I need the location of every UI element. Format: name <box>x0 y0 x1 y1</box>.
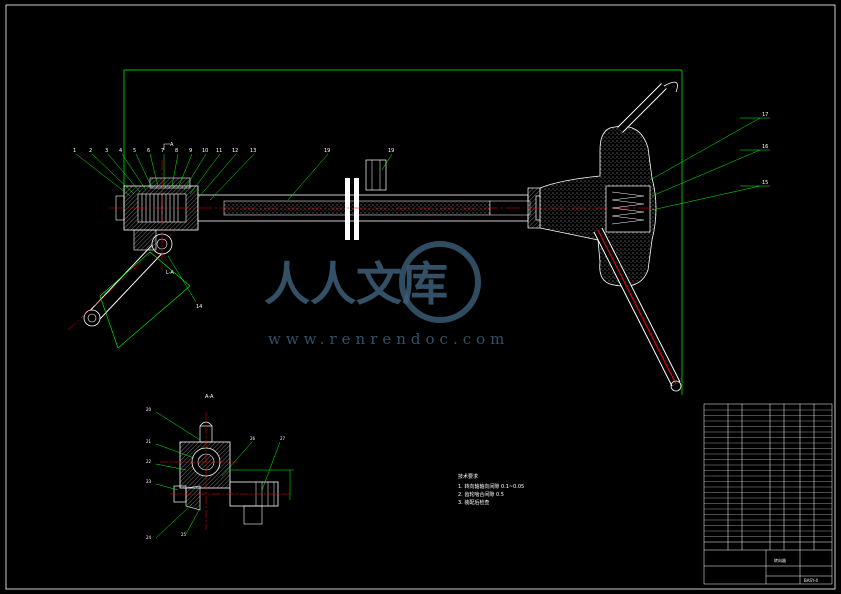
watermark-url: www.renrendoc.com <box>268 330 509 348</box>
part-number: 20 <box>146 407 152 412</box>
part-number: 11 <box>216 148 222 154</box>
part-number: 6 <box>147 148 150 154</box>
part-number: 25 <box>181 532 187 537</box>
notes-line: 3. 装配后检查 <box>458 499 489 506</box>
part-number: 17 <box>762 112 768 118</box>
mounting-flange <box>345 178 350 240</box>
drawing-name: 转向器 <box>774 557 786 563</box>
part-number: 2 <box>89 148 92 154</box>
notes-title: 技术要求 <box>458 473 478 480</box>
arm-dimension <box>99 251 191 349</box>
part-number: 12 <box>232 148 238 154</box>
part-number: 14 <box>196 304 202 310</box>
part-number: 10 <box>202 148 208 154</box>
part-number: 15 <box>762 180 768 186</box>
part-number: 9 <box>189 148 192 154</box>
part-number: 27 <box>280 436 286 441</box>
steering-wheel-hub <box>539 125 657 287</box>
part-number: 23 <box>146 479 152 484</box>
section-aa-view: A-A 20 21 22 23 <box>146 394 294 540</box>
sheet-border <box>5 4 836 590</box>
section-title: A-A <box>205 394 214 400</box>
pitman-arm <box>83 229 173 327</box>
notes-line: 2. 齿轮啮合间隙 0.5 <box>458 491 504 498</box>
part-number: 22 <box>146 459 152 464</box>
part-number: 3 <box>105 148 108 154</box>
leaders-top <box>75 153 393 201</box>
leaders-right <box>649 117 770 211</box>
notes-line: 1. 转向轴轴向间隙 0.1~0.05 <box>458 483 524 490</box>
part-number: 21 <box>146 439 152 444</box>
section-marker-l: L-A <box>166 270 174 276</box>
drawing-code: BASY-4 <box>804 578 818 583</box>
leader-14 <box>167 255 197 303</box>
part-numbers-right: 17 16 15 <box>762 112 768 186</box>
part-number: 19 <box>388 148 394 154</box>
watermark-text: 人人文库 <box>264 257 448 311</box>
part-number: 5 <box>133 148 136 154</box>
view-marker-a: A <box>170 142 174 148</box>
watermark-logo-ring <box>399 241 481 323</box>
part-number: 8 <box>175 148 178 154</box>
part-number: 4 <box>119 148 122 154</box>
part-number: 13 <box>250 148 256 154</box>
parts-list-rows <box>704 409 832 537</box>
overall-dimension <box>123 69 683 395</box>
part-numbers-top: 1 2 3 4 5 6 7 8 9 10 11 12 13 19 19 <box>73 148 394 154</box>
steering-column-assembly <box>67 81 770 392</box>
watermark: 人人文库 www.renrendoc.com <box>264 241 509 348</box>
part-number: 7 <box>161 148 164 154</box>
part-number: 19 <box>324 148 330 154</box>
part-number: 26 <box>250 436 256 441</box>
title-block <box>703 403 833 585</box>
technical-notes: 技术要求 1. 转向轴轴向间隙 0.1~0.05 2. 齿轮啮合间隙 0.5 3… <box>458 473 524 506</box>
wheel-spoke-lower <box>593 227 682 392</box>
part-number: 24 <box>146 535 152 540</box>
part-number: 1 <box>73 148 76 154</box>
part-number: 16 <box>762 144 768 150</box>
